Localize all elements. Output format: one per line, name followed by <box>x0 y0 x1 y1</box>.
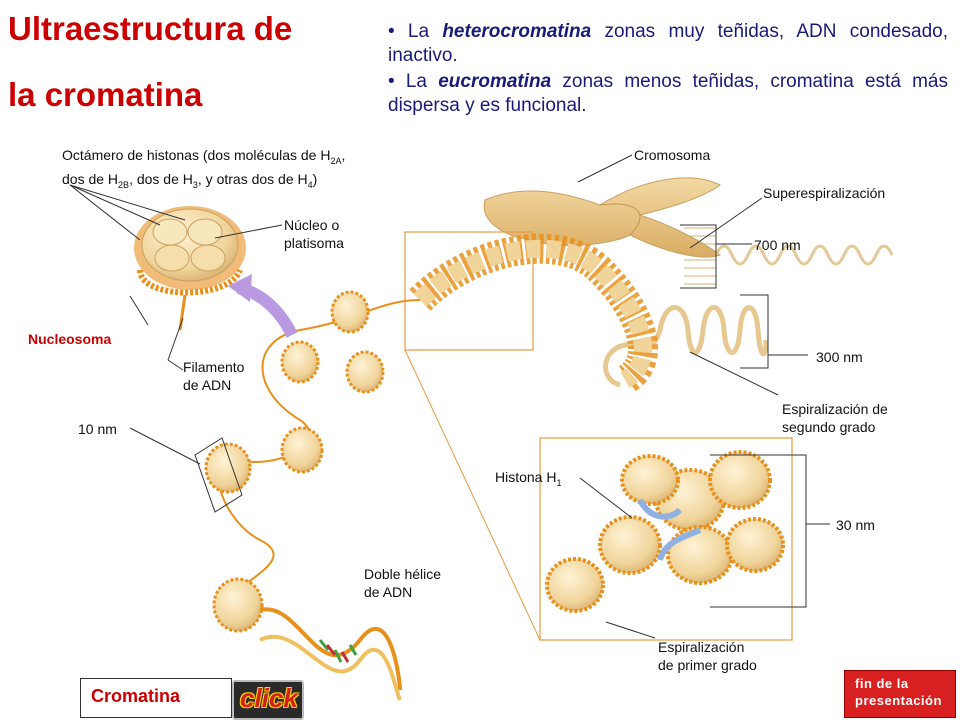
click-button[interactable]: click <box>232 680 304 720</box>
espiral2-line: segundo grado <box>782 419 876 435</box>
filamento-line: de ADN <box>183 377 232 393</box>
dna-double-helix <box>259 607 402 701</box>
octamero-text: , <box>341 147 346 163</box>
octamero-sub: 3 <box>192 179 198 190</box>
bullet-prefix: • La <box>388 71 439 92</box>
label-espiral-segundo: Espiralización de segundo grado <box>782 400 888 436</box>
click-button-label: click <box>240 683 298 713</box>
coil-700nm <box>714 244 894 266</box>
bullet-heterocromatina: • La heterocromatina zonas muy teñidas, … <box>388 20 948 68</box>
title-line-2: la cromatina <box>8 76 203 113</box>
bracket-10nm <box>194 437 243 513</box>
label-octamero: Octámero de histonas (dos moléculas de H… <box>62 146 345 194</box>
term-heterocromatina: heterocromatina <box>442 21 592 42</box>
label-700nm: 700 nm <box>754 237 801 253</box>
label-espiral-primer: Espiralización de primer grado <box>658 638 757 674</box>
label-doble-helice: Doble hélice de ADN <box>364 565 441 601</box>
espiral2-line: Espiralización de <box>782 401 888 417</box>
bullet-text: zonas muy teñidas, ADN condesado, inacti… <box>388 21 948 66</box>
fin-line: presentación <box>855 693 942 708</box>
label-filamento: Filamento de ADN <box>183 358 244 394</box>
espiral1-line: Espiralización <box>658 639 745 655</box>
superespiral-lines <box>684 227 716 285</box>
octamero-text: , dos de H <box>129 170 193 187</box>
leader-lines <box>69 154 830 639</box>
octamero-sub: 2A <box>330 155 342 166</box>
zoom-frame-large <box>539 437 793 641</box>
fin-line: fin de la <box>855 676 909 691</box>
doble-line: de ADN <box>364 584 413 600</box>
label-superespiralizacion: Superespiralización <box>763 185 886 201</box>
label-nucleosoma: Nucleosoma <box>28 331 112 347</box>
nucleosome-string <box>204 290 421 633</box>
bullet-eucromatina: • La eucromatina zonas menos teñidas, cr… <box>388 70 948 118</box>
label-cromosoma: Cromosoma <box>634 147 711 163</box>
cromatina-label: Cromatina <box>91 686 181 706</box>
octamero-text: dos de H <box>62 170 119 187</box>
fibre-30nm <box>409 233 658 394</box>
zoom-frame-small <box>404 231 534 351</box>
label-300nm: 300 nm <box>816 349 863 365</box>
octamero-text: ) <box>312 170 318 187</box>
label-nucleo: Núcleo o platisoma <box>284 216 344 252</box>
octamero-text: , y otras dos de H <box>197 170 308 187</box>
octamero-sub: 4 <box>307 179 313 190</box>
histona-sub: 1 <box>556 477 562 488</box>
definition-list: • La heterocromatina zonas muy teñidas, … <box>388 20 948 120</box>
octamero-text: Octámero de histonas (dos moléculas de H <box>62 147 331 163</box>
label-30nm: 30 nm <box>836 517 875 533</box>
doble-line: Doble hélice <box>364 566 442 582</box>
nucleosome-detail <box>134 206 246 331</box>
fin-button-text: fin de la presentación <box>855 675 942 709</box>
octamero-sub: 2B <box>118 179 130 190</box>
nucleo-line: Núcleo o <box>284 217 340 233</box>
nucleo-line: platisoma <box>284 235 344 251</box>
bullet-prefix: • La <box>388 21 443 42</box>
cromatina-label-box: Cromatina <box>80 678 232 718</box>
bullet-text: zonas menos teñidas, cromatina está más … <box>388 71 948 116</box>
filamento-line: Filamento <box>183 359 245 375</box>
zoomed-fibre <box>545 450 785 613</box>
title-line-1: Ultraestructura de <box>8 10 293 47</box>
fin-presentacion-button[interactable]: fin de la presentación <box>844 670 956 718</box>
histona-text: Histona H <box>495 469 557 485</box>
label-10nm: 10 nm <box>78 421 117 437</box>
term-eucromatina: eucromatina <box>438 71 552 92</box>
label-histona-h1: Histona H1 <box>495 468 561 492</box>
espiral1-line: de primer grado <box>658 657 757 673</box>
